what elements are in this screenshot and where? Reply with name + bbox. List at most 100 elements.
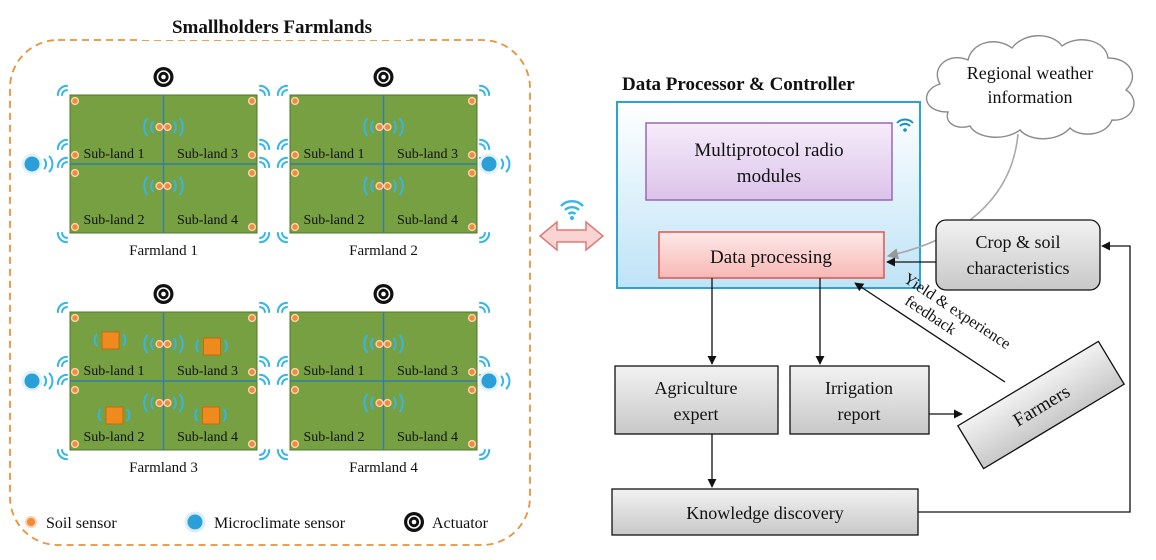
soil-sensor-icon bbox=[70, 222, 80, 232]
sensor-wifi-icon bbox=[479, 355, 491, 367]
soil-sensor-icon bbox=[70, 168, 80, 178]
subland-label: Sub-land 1 bbox=[83, 147, 144, 162]
sensor-wifi-icon bbox=[259, 138, 271, 150]
sensor-wifi-icon bbox=[276, 138, 288, 150]
soil-sensor-icon bbox=[375, 122, 384, 132]
sensor-signal-icon bbox=[143, 117, 184, 137]
knowledge-discovery-box bbox=[611, 488, 919, 536]
farmlands-title: Smallholders Farmlands bbox=[172, 17, 372, 38]
soil-sensor-icon bbox=[247, 168, 257, 178]
square-signal-icon bbox=[194, 408, 227, 422]
soil-sensor-icon bbox=[247, 313, 257, 323]
subland-label: Sub-land 3 bbox=[177, 147, 238, 162]
soil-sensor-icon bbox=[467, 385, 477, 395]
sensor-wifi-icon bbox=[276, 355, 288, 367]
sensor-wifi-icon bbox=[56, 355, 68, 367]
crop-soil-line1: Crop & soil bbox=[975, 232, 1060, 252]
farmland-label: Farmland 4 bbox=[349, 460, 418, 476]
soil-sensor-icon bbox=[247, 385, 257, 395]
soil-sensor-icon bbox=[290, 222, 300, 232]
knowledge-to-crop-arrow bbox=[918, 241, 1131, 513]
weather-to-processing-arrow bbox=[886, 133, 1019, 260]
soil-sensor-icon bbox=[383, 181, 392, 191]
data-processing-box bbox=[658, 231, 885, 279]
soil-sensor-icon bbox=[70, 313, 80, 323]
sensor-wifi-icon bbox=[56, 156, 68, 168]
sensor-signal-icon bbox=[363, 334, 404, 354]
soil-sensor-icon bbox=[467, 96, 477, 106]
farmlands-group: Sub-land 1 Sub-land 3 Sub-land 2 Sub-land 4… bbox=[21, 67, 511, 476]
soil-sensor-icon bbox=[155, 122, 164, 132]
sensor-wifi-icon bbox=[276, 232, 288, 244]
soil-sensor-icon bbox=[247, 150, 257, 160]
sensor-wifi-icon bbox=[259, 156, 271, 168]
soil-sensor-icon bbox=[247, 439, 257, 449]
soil-sensor-icon bbox=[290, 150, 300, 160]
legend-soil-icon bbox=[25, 516, 37, 528]
subland-label: Sub-land 2 bbox=[303, 213, 364, 228]
actuator-icon bbox=[153, 284, 174, 304]
sensor-signal-icon bbox=[363, 393, 404, 413]
crop-soil-box bbox=[935, 219, 1101, 291]
farmers-box: Farmers bbox=[956, 340, 1126, 470]
microclimate-sensor-icon bbox=[21, 153, 54, 175]
radio-modules-box bbox=[645, 122, 893, 201]
subland-label: Sub-land 3 bbox=[177, 364, 238, 379]
legend: Soil sensor Microclimate sensor Actuator bbox=[25, 511, 489, 533]
sensor-wifi-icon bbox=[56, 373, 68, 385]
soil-sensor-icon bbox=[247, 367, 257, 377]
soil-sensor-icon bbox=[247, 222, 257, 232]
sensor-wifi-icon bbox=[56, 138, 68, 150]
soil-sensor-icon bbox=[375, 398, 384, 408]
soil-sensor-icon bbox=[375, 339, 384, 349]
sensor-signal-icon bbox=[363, 117, 404, 137]
wireless-link bbox=[538, 200, 605, 252]
sensor-wifi-icon bbox=[56, 449, 68, 461]
irrigation-report-box bbox=[789, 365, 930, 435]
sensor-wifi-icon bbox=[259, 355, 271, 367]
actuator-icon bbox=[153, 67, 174, 87]
soil-sensor-icon bbox=[163, 339, 172, 349]
soil-sensor-icon bbox=[467, 367, 477, 377]
soil-sensor-icon bbox=[70, 385, 80, 395]
microclimate-sensor-icon bbox=[478, 153, 511, 175]
soil-sensor-icon bbox=[290, 168, 300, 178]
soil-sensor-icon bbox=[467, 168, 477, 178]
square-signal-icon bbox=[93, 333, 127, 347]
weather-line2: information bbox=[988, 87, 1073, 107]
soil-sensor-icon bbox=[375, 181, 384, 191]
soil-sensor-icon bbox=[290, 439, 300, 449]
sensor-signal-icon bbox=[143, 334, 184, 354]
subland-label: Sub-land 4 bbox=[177, 430, 238, 445]
microclimate-sensor-icon bbox=[478, 370, 511, 392]
soil-sensor-icon bbox=[467, 313, 477, 323]
soil-sensor-icon bbox=[467, 222, 477, 232]
soil-sensor-icon bbox=[383, 339, 392, 349]
agriculture-expert-line2: expert bbox=[674, 404, 719, 424]
orange-square-marker bbox=[202, 406, 220, 425]
sensor-wifi-icon bbox=[276, 156, 288, 168]
soil-sensor-icon bbox=[155, 181, 164, 191]
sensor-wifi-icon bbox=[276, 301, 288, 313]
title-bg bbox=[140, 10, 410, 40]
irrigation-report-line2: report bbox=[838, 404, 881, 424]
actuator-icon bbox=[373, 284, 394, 304]
legend-soil-label: Soil sensor bbox=[46, 515, 117, 532]
subland-label: Sub-land 2 bbox=[83, 430, 144, 445]
sensor-wifi-icon bbox=[479, 232, 491, 244]
sensor-wifi-icon bbox=[276, 449, 288, 461]
sensor-signal-icon bbox=[143, 176, 184, 196]
sensor-wifi-icon bbox=[276, 373, 288, 385]
soil-sensor-icon bbox=[290, 96, 300, 106]
sensor-wifi-icon bbox=[259, 232, 271, 244]
wifi-icon bbox=[560, 200, 584, 220]
soil-sensor-icon bbox=[247, 96, 257, 106]
soil-sensor-icon bbox=[467, 150, 477, 160]
subland-label: Sub-land 3 bbox=[397, 147, 458, 162]
square-signal-icon bbox=[195, 339, 228, 353]
sensor-wifi-icon bbox=[56, 301, 68, 313]
subland-label: Sub-land 3 bbox=[397, 364, 458, 379]
radio-modules-line2: modules bbox=[737, 166, 801, 187]
